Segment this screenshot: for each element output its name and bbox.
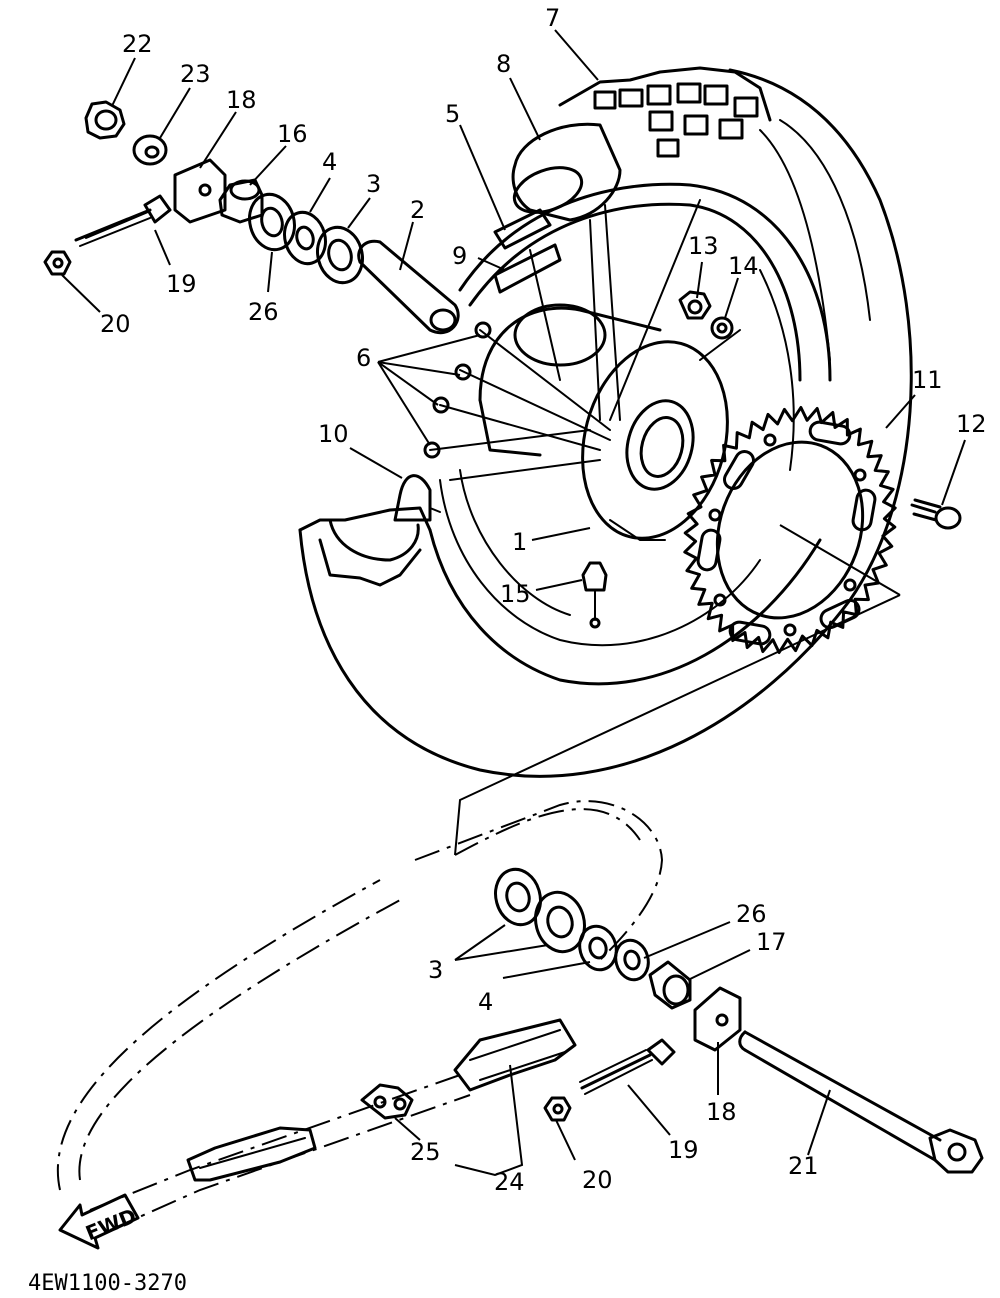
callout-2: 2	[410, 196, 425, 224]
callout-23: 23	[180, 60, 211, 88]
callout-5: 5	[445, 100, 460, 128]
lower-axle-parts	[360, 867, 984, 1174]
callout-20: 20	[100, 310, 131, 338]
upper-axle-parts	[43, 100, 460, 335]
rim-flap	[393, 474, 441, 522]
drive-chain	[56, 800, 664, 1231]
rim	[439, 182, 832, 647]
callout-19-lower: 19	[668, 1136, 699, 1164]
sprocket-nut-and-washer	[678, 290, 734, 340]
hub	[478, 303, 729, 541]
callout-3: 3	[366, 170, 381, 198]
callout-14: 14	[728, 252, 759, 280]
drawing-code: 4EW1100-3270	[28, 1271, 187, 1296]
callout-26: 26	[248, 298, 279, 326]
callout-20-lower: 20	[582, 1166, 613, 1194]
sprocket-bolt	[910, 498, 962, 530]
spoke-nipples	[423, 321, 492, 459]
tire-tread	[558, 66, 772, 158]
callout-3-lower: 3	[428, 956, 443, 984]
callout-7: 7	[545, 4, 560, 32]
callout-18-lower: 18	[706, 1098, 737, 1126]
callout-21: 21	[788, 1152, 819, 1180]
callout-18: 18	[226, 86, 257, 114]
callout-12: 12	[956, 410, 987, 438]
callout-22: 22	[122, 30, 153, 58]
fwd-direction-arrow: FWD	[58, 1193, 140, 1250]
callout-6: 6	[356, 344, 371, 372]
callout-13: 13	[688, 232, 719, 260]
callout-4-lower: 4	[478, 988, 493, 1016]
callout-11: 11	[912, 366, 943, 394]
callout-10: 10	[318, 420, 349, 448]
callout-9: 9	[452, 242, 467, 270]
callout-8: 8	[496, 50, 511, 78]
callout-26-lower: 26	[736, 900, 767, 928]
callout-4: 4	[322, 148, 337, 176]
tube-and-rim-band	[493, 122, 622, 294]
valve-nut	[581, 561, 608, 629]
callout-15: 15	[500, 580, 531, 608]
callout-25: 25	[410, 1138, 441, 1166]
callout-16: 16	[277, 120, 308, 148]
callout-labels: 22 23 18 16 4 3 2 19 20 26 7 8 5 9 13 14…	[100, 4, 987, 1196]
callout-24: 24	[494, 1168, 525, 1196]
callout-17: 17	[756, 928, 787, 956]
leader-lines	[61, 29, 966, 1177]
callout-19: 19	[166, 270, 197, 298]
callout-1: 1	[512, 528, 527, 556]
